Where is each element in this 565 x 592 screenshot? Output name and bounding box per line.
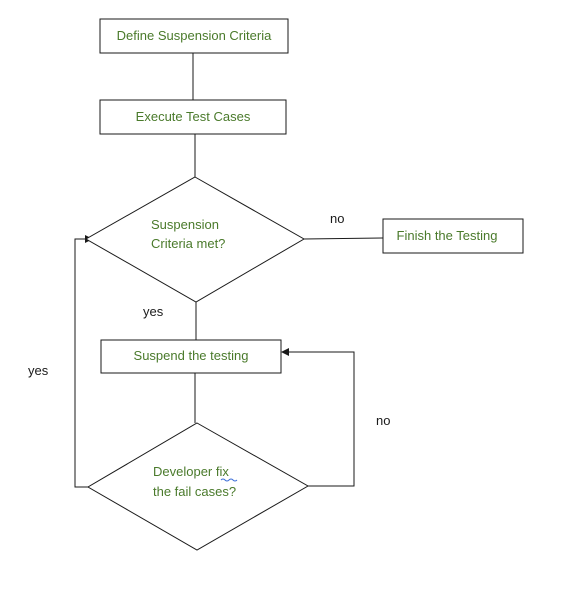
decision-developer-fix: Developer fix the fail cases? bbox=[87, 422, 310, 551]
node-execute-test-cases: Execute Test Cases bbox=[99, 99, 287, 135]
edge-label-fix-no: no bbox=[376, 413, 390, 428]
node-execute-label: Execute Test Cases bbox=[136, 109, 251, 124]
decision-suspension-criteria-met: Suspension Criteria met? bbox=[84, 176, 306, 303]
connector-fix-no-loop bbox=[281, 348, 355, 487]
edge-label-criteria-yes: yes bbox=[143, 304, 164, 319]
node-suspend-label: Suspend the testing bbox=[134, 348, 249, 363]
node-define-suspension-criteria: Define Suspension Criteria bbox=[99, 18, 289, 54]
connector-decision-to-finish bbox=[303, 237, 384, 240]
edge-label-fix-yes: yes bbox=[28, 363, 49, 378]
node-finish-label: Finish the Testing bbox=[397, 228, 498, 243]
node-suspend-the-testing: Suspend the testing bbox=[100, 339, 282, 374]
decision-fix-line2: the fail cases? bbox=[153, 484, 236, 499]
spellcheck-underline bbox=[220, 478, 238, 482]
decision-criteria-line2: Criteria met? bbox=[151, 236, 225, 251]
decision-fix-line1: Developer fix bbox=[153, 464, 229, 479]
connector-fix-yes-loop bbox=[74, 235, 93, 488]
edge-label-criteria-no: no bbox=[330, 211, 344, 226]
node-define-label: Define Suspension Criteria bbox=[117, 28, 272, 43]
node-finish-the-testing: Finish the Testing bbox=[382, 218, 524, 254]
decision-criteria-line1: Suspension bbox=[151, 217, 219, 232]
